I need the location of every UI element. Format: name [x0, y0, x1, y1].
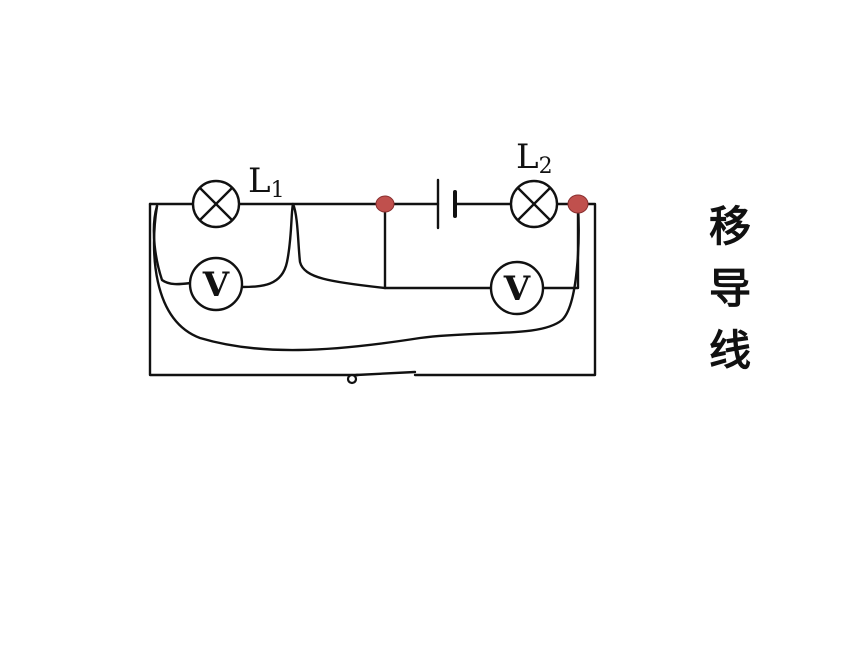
- side-caption: 移 导 线: [700, 196, 760, 382]
- voltmeter1-left-lead: [152, 204, 193, 286]
- voltmeter-2: [489, 260, 545, 316]
- moved-wire: [152, 204, 580, 352]
- lamp-l2: [509, 179, 559, 229]
- switch-blade: [354, 370, 417, 377]
- side-char-3: 线: [708, 326, 751, 375]
- voltmeter-1: [188, 256, 244, 312]
- side-char-2: 导: [708, 264, 751, 313]
- node-right: [567, 194, 589, 214]
- wire-bottom-left: [148, 202, 360, 377]
- lamp-l1: [191, 179, 241, 229]
- branch-vertical-middle: [383, 202, 493, 290]
- voltmeter-1-label: V: [202, 265, 230, 305]
- side-char-1: 移: [708, 202, 751, 251]
- node-left: [375, 195, 395, 213]
- voltmeter1-right-lead: [239, 202, 387, 290]
- lamp-l1-label: L1: [248, 161, 285, 203]
- switch-pivot: [346, 373, 358, 385]
- voltmeter-2-label: V: [503, 269, 531, 309]
- lamp-l2-label: L2: [516, 137, 553, 179]
